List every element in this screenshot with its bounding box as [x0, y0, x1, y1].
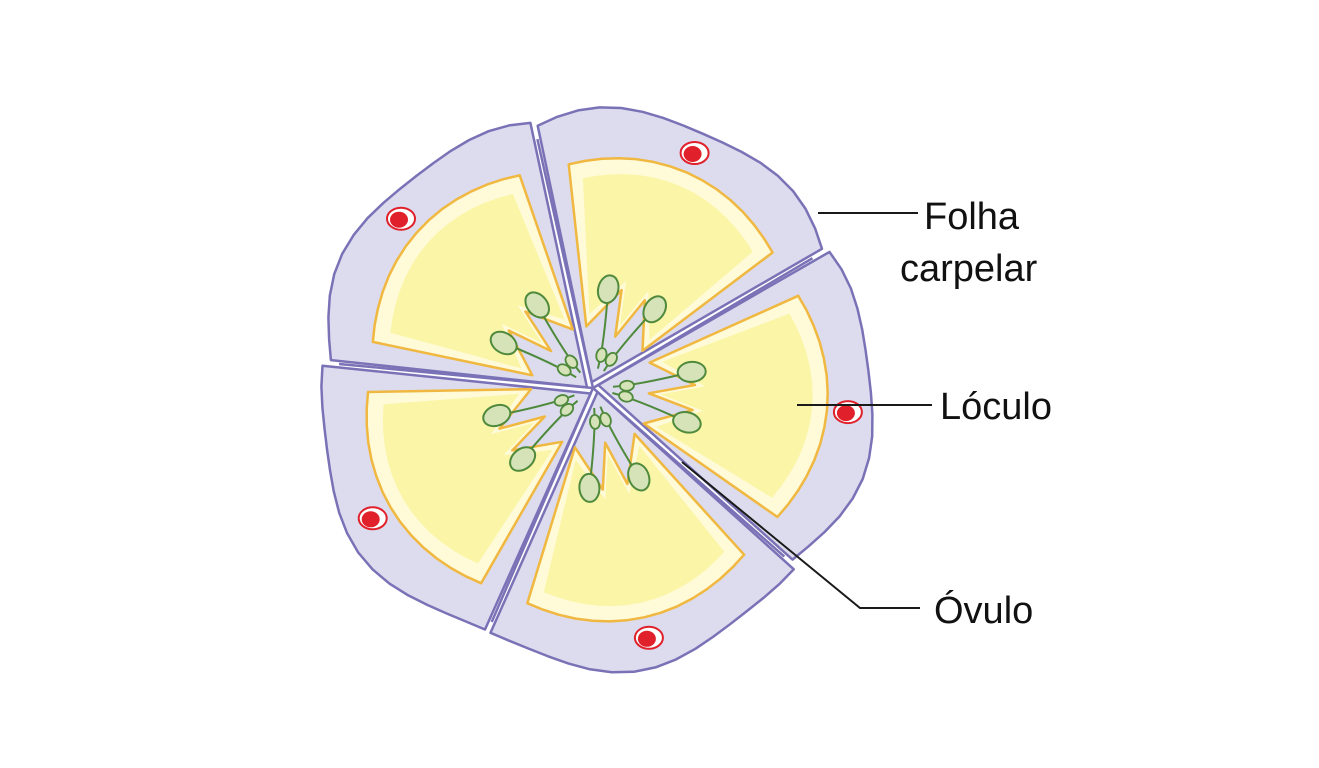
ovule — [578, 407, 601, 503]
ovule — [599, 406, 651, 492]
locule — [382, 393, 553, 564]
locule — [582, 174, 753, 340]
vascular-bundle-inner — [390, 211, 408, 228]
ovule-micropyle — [589, 414, 601, 430]
folha-carpelar-label-line1: Folha — [924, 196, 1020, 238]
carpel — [320, 364, 592, 631]
ovule — [595, 274, 620, 369]
ovule-body — [596, 274, 620, 304]
ovule-micropyle — [618, 390, 634, 403]
septum-line — [490, 387, 595, 623]
ovule-body — [627, 462, 651, 492]
ovule-micropyle — [619, 379, 635, 392]
label-ovulo: Óvulo — [681, 461, 1033, 632]
vascular-bundle — [357, 506, 388, 531]
ovule — [482, 394, 575, 428]
ovule-body — [524, 291, 550, 319]
carpel — [327, 121, 589, 389]
septum-line — [338, 362, 594, 390]
ovule-body — [482, 403, 512, 428]
septum-line — [592, 257, 814, 390]
ovary-cross-section — [320, 106, 874, 674]
ovule — [489, 330, 577, 379]
ovule-micropyle — [599, 411, 612, 428]
vascular-bundle — [832, 400, 863, 425]
ovule-micropyle — [564, 354, 579, 369]
vascular-bundle-inner — [836, 405, 855, 422]
ovule-micropyle — [595, 347, 608, 363]
vascular-bundle-inner — [361, 511, 380, 528]
loculo-label: Lóculo — [940, 386, 1052, 428]
folha-carpelar-label-line2: carpelar — [900, 248, 1038, 290]
carpel — [489, 390, 796, 674]
label-folha-carpelar: Folha carpelar — [818, 196, 1038, 290]
ovule-body — [642, 295, 668, 324]
locule — [390, 193, 565, 369]
ovule — [602, 295, 668, 372]
ovule-micropyle — [556, 363, 572, 377]
vascular-bundle-inner — [683, 146, 702, 162]
vascular-bundle — [633, 625, 664, 650]
ovule-body — [578, 472, 601, 503]
ovule-body — [509, 446, 537, 472]
ovule-body — [672, 410, 702, 434]
ovule-micropyle — [604, 351, 618, 367]
vascular-bundle — [386, 206, 416, 231]
vascular-bundle-inner — [637, 630, 656, 647]
ovule — [612, 390, 702, 434]
ovule — [509, 400, 579, 472]
ovule-micropyle — [553, 394, 570, 407]
carpel — [536, 106, 824, 384]
vascular-bundle — [679, 141, 710, 165]
ovule-micropyle — [559, 402, 575, 417]
locule — [656, 313, 813, 498]
carpel — [596, 250, 874, 561]
ovule — [524, 291, 582, 374]
ovulo-leader-line — [681, 461, 920, 609]
septum-line — [536, 138, 595, 389]
ovule-body — [489, 330, 518, 356]
ovule — [612, 360, 707, 392]
septum-line — [592, 387, 786, 558]
ovule-body — [676, 360, 707, 383]
label-loculo: Lóculo — [797, 386, 1052, 428]
ovulo-label: Óvulo — [934, 589, 1033, 632]
